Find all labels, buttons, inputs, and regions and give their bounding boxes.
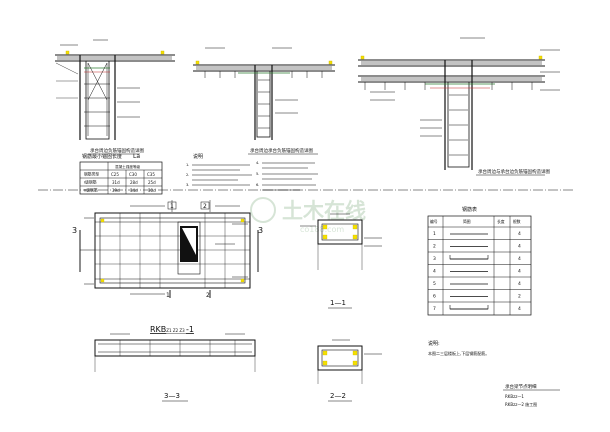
plan-title-sub: Z1 Z2 Z3 [166, 328, 186, 333]
schedule-row-count: 4 [518, 256, 521, 262]
schedule-row-no: 2 [433, 244, 436, 250]
la-col-label: 钢筋类型 [84, 172, 99, 177]
schedule-header-shape: 简图 [463, 219, 471, 224]
la-grade-2: C30 [129, 172, 137, 177]
la-row-1-v3: 25d [148, 180, 156, 185]
notes-block: 说明 1. 2. 3. 4. 5. 6. [186, 153, 318, 191]
schedule-row-no: 4 [433, 269, 436, 275]
schedule-row-no: 7 [433, 306, 436, 312]
note-1: 1. [186, 163, 189, 167]
note-6: 6. [256, 183, 259, 187]
schedule-title: 钢筋表 [462, 206, 477, 213]
bottom-note-title: 说明: [428, 340, 440, 347]
detail-3: 承台周边与承台边负筋锚固构造详图 [358, 37, 560, 176]
section-2-2: 2—2 [317, 339, 382, 402]
note-3: 3. [186, 183, 189, 187]
plan-title: RKBZ1 Z2 Z3 -1 [150, 325, 194, 334]
footer-line-1: RKBzz—1 [505, 394, 524, 399]
note-2: 2. [186, 173, 189, 177]
footer-line-2: RKBzz—2 施工图 [505, 401, 537, 407]
la-grade-1: C25 [111, 172, 119, 177]
bottom-notes: 说明: 本图二三层楼板上,下层钢筋配筋。 [428, 340, 489, 356]
detail-3-title: 承台周边与承台边负筋锚固构造详图 [478, 168, 550, 175]
watermark-logo-icon [250, 197, 276, 223]
schedule-row-no: 3 [433, 256, 436, 262]
watermark: 土木在线 co188.com [250, 197, 366, 234]
note-5: 5. [256, 172, 259, 176]
schedule-row-count: 2 [518, 294, 521, 300]
section-3-3: 3—3 [94, 333, 256, 402]
la-row-1-type: I级钢筋 [84, 180, 97, 185]
plan-label-1: 1 [170, 203, 174, 210]
plan-view: 3 3 1 2 1 2 RKBZ1 Z2 Z3 -1 [72, 200, 263, 334]
detail-1-title: 承台周边负筋锚固构造详图 [90, 147, 144, 154]
title-block: 承台梁节点明细 RKBzz—1 RKBzz—2 施工图 [503, 383, 560, 407]
notes-title: 说明 [193, 153, 203, 160]
rebar-hook-icon [449, 255, 489, 260]
plan-section-1-bottom: 1 [166, 292, 170, 299]
schedule-row-count: 4 [518, 269, 521, 275]
schedule-header-count: 根数 [513, 219, 521, 224]
note-4: 4. [256, 161, 259, 165]
schedule-header-length: 长度 [497, 219, 505, 224]
watermark-brand: 土木在线 [282, 199, 366, 223]
detail-1: 承台周边负筋锚固构造详图 [55, 39, 175, 155]
schedule-row-count: 4 [518, 244, 521, 250]
schedule-row-count: 4 [518, 231, 521, 237]
schedule-row-count: 4 [518, 306, 521, 312]
plan-section-3-left: 3 [72, 226, 77, 235]
section-2-2-title: 2—2 [330, 392, 346, 400]
la-label: La [133, 153, 140, 160]
detail-2-title: 承台周边承台负筋锚固构造详图 [250, 147, 313, 154]
schedule-row-no: 6 [433, 294, 436, 300]
section-1-1-title: 1—1 [330, 299, 346, 307]
schedule-row-no: 1 [433, 231, 436, 237]
la-row-2-v1: 39d [112, 188, 120, 193]
plan-section-3-right: 3 [258, 226, 263, 235]
la-row-1-v1: 31d [112, 180, 120, 185]
bottom-note-line-1: 本图二三层楼板上,下层钢筋配筋。 [428, 350, 489, 356]
plan-label-2: 2 [203, 203, 207, 210]
section-1-1: 1—1 [300, 213, 382, 309]
la-row-1-v2: 28d [130, 180, 138, 185]
section-3-3-title: 3—3 [164, 392, 180, 400]
la-sub-header: 混凝土强度等级 [115, 164, 141, 169]
plan-section-2-bottom: 2 [206, 292, 210, 299]
footer-title: 承台梁节点明细 [505, 383, 537, 390]
la-grade-3: C35 [147, 172, 155, 177]
detail-2: 承台周边承台负筋锚固构造详图 [193, 47, 335, 155]
la-row-2-v3: 30d [148, 188, 156, 193]
la-table: 钢筋最小锚固长度 La 混凝土强度等级 钢筋类型 C25 C30 C35 I级钢… [79, 153, 163, 195]
la-table-title: 钢筋最小锚固长度 [82, 153, 122, 160]
rebar-hook-icon [449, 305, 489, 310]
la-row-2-v2: 34d [130, 188, 138, 193]
schedule-header-no: 编号 [430, 219, 438, 224]
schedule-row-count: 4 [518, 281, 521, 287]
schedule-row-no: 5 [433, 281, 436, 287]
